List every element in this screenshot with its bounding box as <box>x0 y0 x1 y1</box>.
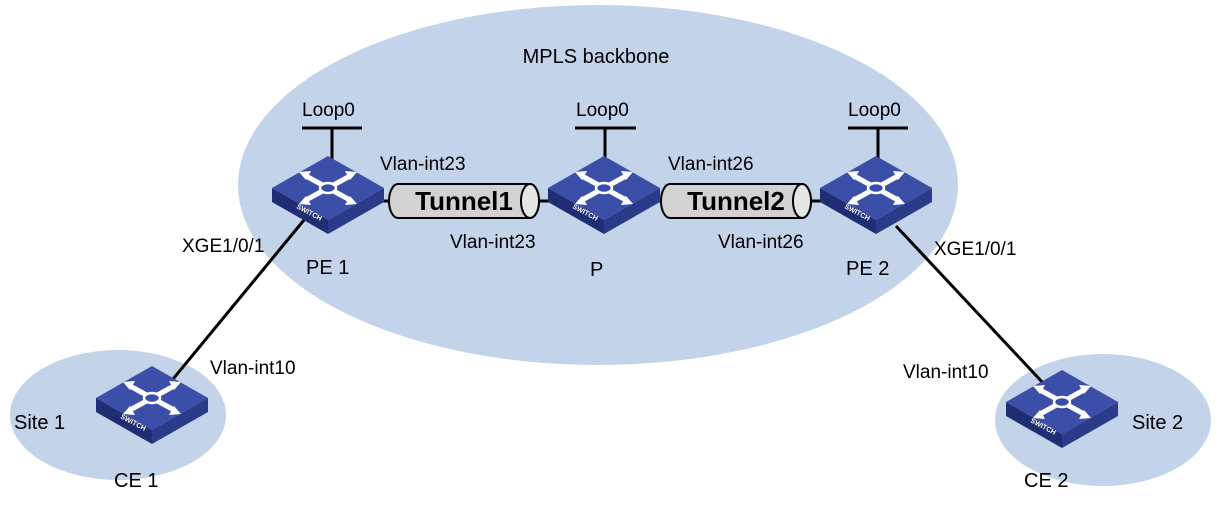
pe1-xge-label: XGE1/0/1 <box>182 236 264 257</box>
link-pe1-ce1 <box>162 219 306 391</box>
switch-ce2: SWITCH <box>1006 370 1118 448</box>
tunnel2-label: Tunnel2 <box>687 186 785 216</box>
switch-ce1: SWITCH <box>96 366 208 444</box>
p-vlan23-label: Vlan-int23 <box>450 232 536 253</box>
p-vlan26-label: Vlan-int26 <box>668 154 754 175</box>
loopback-pe1 <box>302 126 362 162</box>
switch-pe2: SWITCH <box>820 156 932 234</box>
ce2-vlan10-label: Vlan-int10 <box>903 362 989 383</box>
link-pe2-ce2 <box>894 224 1046 386</box>
p-name: P <box>590 259 603 281</box>
site1-label: Site 1 <box>14 412 65 434</box>
pe2-vlan26-label: Vlan-int26 <box>718 232 804 253</box>
pe1-vlan23-label: Vlan-int23 <box>380 154 466 175</box>
pe1-loopback-label: Loop0 <box>302 100 355 121</box>
pe2-name: PE 2 <box>846 258 889 280</box>
ce1-name: CE 1 <box>114 470 158 492</box>
tunnel1-label: Tunnel1 <box>415 186 513 216</box>
site2-label: Site 2 <box>1132 412 1183 434</box>
pe1-name: PE 1 <box>306 257 349 279</box>
tunnel2: Tunnel2 <box>660 183 812 219</box>
loopback-pe2 <box>848 126 908 162</box>
tunnel1: Tunnel1 <box>388 183 540 219</box>
switch-pe1: SWITCH <box>272 156 384 234</box>
pe2-loopback-label: Loop0 <box>848 100 901 121</box>
ce1-vlan10-label: Vlan-int10 <box>210 358 296 379</box>
backbone-label: MPLS backbone <box>523 46 670 68</box>
pe2-xge-label: XGE1/0/1 <box>934 239 1016 260</box>
p-loopback-label: Loop0 <box>576 100 629 121</box>
loopback-p <box>575 126 636 162</box>
ce2-name: CE 2 <box>1024 470 1068 492</box>
switch-p: SWITCH <box>548 156 660 234</box>
